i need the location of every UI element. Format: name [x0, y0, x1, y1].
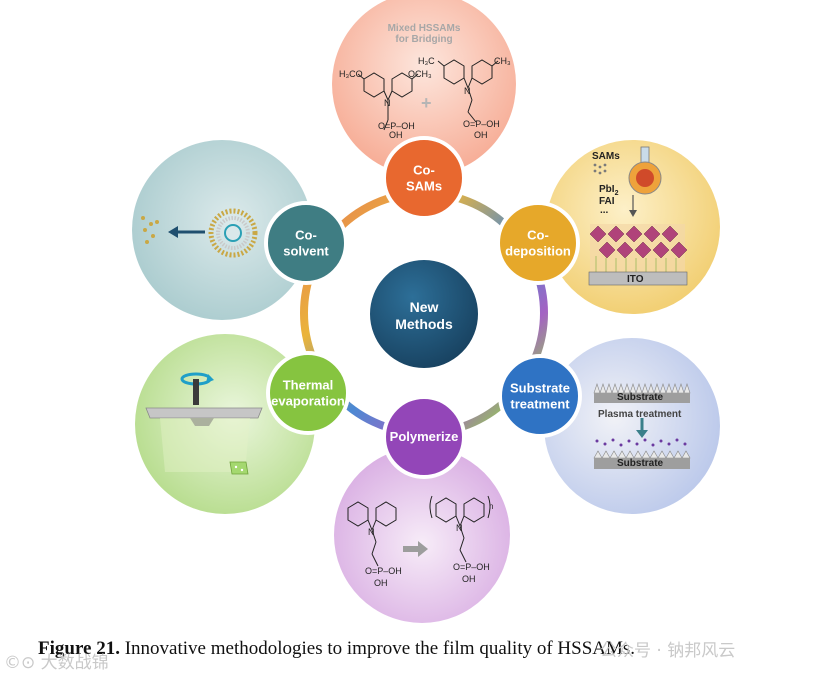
co-sams-node [382, 136, 466, 220]
plasma-arrow-icon [636, 418, 648, 438]
evaporation-source-icon [229, 461, 249, 475]
micelle-icon [208, 208, 258, 258]
thermal-evaporation-label: Thermal evaporation [271, 377, 345, 408]
figure-caption: Figure 21. Innovative methodologies to i… [38, 638, 635, 660]
oh-left-label: OH [389, 130, 403, 140]
plus-sign: + [421, 93, 432, 113]
phosphonic-left-label: O=P–OH [378, 121, 415, 131]
polymerize-bubble [334, 447, 510, 623]
substrate-treatment-label: Substrate treatment [510, 380, 570, 411]
substrate-treatment-node [498, 354, 582, 438]
perovskite-lattice-icon [589, 224, 688, 272]
ito-label: ITO [627, 274, 644, 285]
polymerize-arrow-icon [403, 541, 428, 557]
carbazole-molecule-left-icon [357, 72, 419, 131]
pbi2-label: PbI2 [599, 184, 619, 197]
thermal-evaporation-node [266, 351, 350, 435]
evaporation-stage-icon [145, 407, 263, 472]
oh-right-label: OH [474, 130, 488, 140]
co-solvent-arrow-icon [168, 226, 205, 238]
polymer-molecule-icon [429, 495, 491, 563]
fai-label: FAI [599, 196, 615, 207]
monomer-molecule-icon [347, 501, 397, 567]
n-subscript-label: n [489, 502, 494, 511]
substrate-treatment-bubble [544, 338, 720, 514]
carbazole-molecule-right-icon [437, 59, 499, 123]
center-node [366, 256, 482, 372]
plasma-particles-icon [595, 438, 687, 447]
oh-polymer-label: OH [462, 574, 476, 584]
substrate-top-icon [593, 383, 691, 403]
ch3-label: CH₃ [494, 56, 511, 66]
polymerize-label: Polymerize [389, 429, 459, 445]
substrate-top-label: Substrate [617, 392, 664, 403]
ito-layer [588, 271, 688, 286]
co-sams-bubble-title: Mixed HSSAMs for Bridging [387, 23, 461, 45]
molecule-dots-icon [141, 216, 159, 244]
watermark-left: ©⊙ 大数战锦 [4, 653, 109, 673]
polymerize-node [382, 395, 466, 479]
substrate-bottom-icon [593, 450, 691, 469]
co-deposition-node [496, 201, 580, 285]
och3-label: OCH₃ [408, 69, 432, 79]
n-label-monomer: N [368, 527, 375, 537]
sams-label: SAMs [592, 151, 620, 162]
figure-label: Figure 21. [38, 638, 120, 659]
co-solvent-label: Co- solvent [283, 227, 329, 258]
plasma-treatment-label: Plasma treatment [598, 409, 682, 420]
phosphonic-polymer-label: O=P–OH [453, 562, 490, 572]
oh-monomer-label: OH [374, 578, 388, 588]
co-deposition-label: Co- deposition [505, 227, 571, 258]
substrate-bottom-label: Substrate [617, 458, 664, 469]
co-solvent-bubble [132, 140, 312, 320]
n-label-left: N [384, 98, 391, 108]
co-sams-bubble [332, 0, 516, 176]
sams-dots-icon [593, 163, 607, 175]
flask-icon [628, 146, 662, 217]
n-label-polymer: N [456, 523, 463, 533]
more-dots-label: ... [600, 205, 609, 216]
watermark-right: 公众号 · 钠邦风云 [600, 641, 736, 661]
n-label-right: N [464, 86, 471, 96]
phosphonic-right-label: O=P–OH [463, 119, 500, 129]
co-sams-label: Co- SAMs [405, 162, 443, 193]
phosphonic-monomer-label: O=P–OH [365, 566, 402, 576]
h3co-label: H₃CO [339, 69, 363, 79]
figure-caption-text: Innovative methodologies to improve the … [119, 638, 636, 659]
center-node-label: New Methods [395, 299, 453, 332]
h3c-label: H₃C [418, 56, 435, 66]
evaporation-rotation-icon [180, 372, 214, 405]
co-solvent-node [264, 201, 348, 285]
